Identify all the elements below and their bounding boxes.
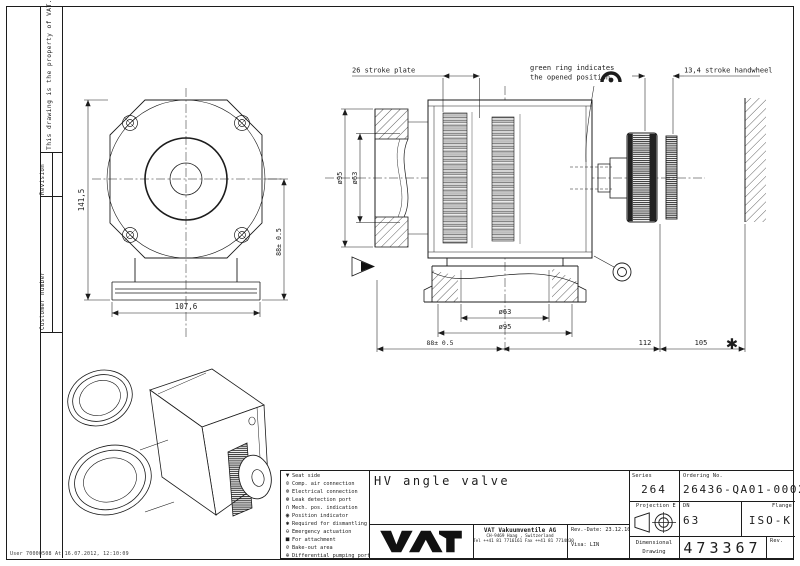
- dim-bottom-flange-od: [437, 304, 573, 337]
- dn-value: 63: [683, 514, 701, 527]
- projection-label: Projection E: [636, 503, 676, 509]
- seat-side-icon: ▼: [285, 472, 290, 479]
- mech-pos-icon: ∩: [285, 504, 290, 511]
- series-label: Series: [632, 473, 652, 479]
- section-view: ø95 ø63 ø63 ø95: [325, 64, 773, 354]
- page-border: [6, 6, 794, 560]
- dim-mid-text: 112: [639, 339, 652, 347]
- front-view: 141,5 88± 0.5 107,6: [77, 88, 288, 338]
- inlet-flange: [374, 108, 428, 248]
- revision-info: Rev.-Date: 23.12.10 Visa: LIN: [571, 527, 631, 548]
- doc-type: Dimensional Drawing: [635, 540, 673, 555]
- emergency-icon: ⊖: [285, 528, 290, 535]
- flange-label: Flange: [772, 503, 792, 509]
- bellows: [442, 112, 521, 248]
- seat-side-marker-icon: [351, 256, 376, 277]
- iso-top-flange: [67, 369, 133, 427]
- dn-label: DN: [683, 503, 690, 509]
- visa: Visa: LIN: [571, 542, 600, 548]
- dismantling-icon: ✱: [285, 520, 290, 527]
- doc-number: 473367: [683, 539, 762, 557]
- dim-front-width: [111, 302, 261, 317]
- legend-label: Position indicator: [292, 513, 349, 519]
- annotation-stroke-handwheel: [632, 73, 760, 134]
- series-value: 264: [641, 483, 667, 496]
- diff-pumping-icon: ⊕: [285, 552, 290, 559]
- stroke-plate-text: 26 stroke plate: [352, 67, 415, 75]
- legend-label: Differential pumping port: [292, 553, 371, 559]
- dismantling-asterisk-icon: ✱: [726, 332, 737, 354]
- comp-air-icon: ⊙: [285, 480, 290, 487]
- green-ring-text-2: the opened position: [530, 74, 610, 82]
- bolt-icon: [122, 115, 250, 243]
- dim-bottom-flange-od-text: ø95: [499, 323, 512, 331]
- projection-symbol-icon: [633, 511, 677, 538]
- iso-front-flange: [68, 444, 152, 516]
- rev-label: Rev.: [770, 538, 784, 544]
- strip-divider-3: [41, 332, 63, 333]
- rev-date: Rev.-Date: 23.12.10: [571, 527, 631, 533]
- legend: ▼Seat side ⊙Comp. air connection ⊗Electr…: [281, 471, 371, 560]
- flange-value: ISO-K: [748, 514, 792, 527]
- green-ring-icon: [600, 71, 622, 83]
- legend-label: Leak detection port: [292, 497, 352, 503]
- dim-front-width-text: 107,6: [175, 302, 198, 311]
- strip-subdivider-1: [52, 152, 53, 196]
- handwheel: [626, 132, 678, 223]
- stroke-handwheel-text: 13,4 stroke handwheel: [684, 67, 773, 75]
- drawing-title: HV angle valve: [374, 474, 511, 488]
- leak-detection-icon: ⊛: [285, 496, 290, 503]
- dim-bottom-row: [376, 224, 746, 352]
- dim-bottom-flange-id-text: ø63: [499, 308, 512, 316]
- bottom-flange: [423, 258, 587, 303]
- legend-label: Seat side: [292, 473, 321, 479]
- iso-handwheel: [227, 442, 272, 517]
- bakeout-icon: ⊘: [285, 544, 290, 551]
- vat-logo: [379, 529, 463, 558]
- attachment-icon: ■: [285, 536, 290, 543]
- dim-front-height-text: 141,5: [77, 189, 86, 212]
- company-address: CH-9469 Haag , Switzerland: [486, 534, 554, 539]
- legend-label: Required for dismantling: [292, 521, 367, 527]
- print-note: User 70000508 At 16.07.2012, 12:10:09: [10, 551, 129, 557]
- green-ring-text-1: green ring indicates: [530, 64, 614, 72]
- company-phone: Tel ++41 81 7716161 Fax ++41 81 7714830: [473, 539, 574, 545]
- position-indicator-icon: ◉: [285, 512, 290, 519]
- legend-label: Emergency actuation: [292, 529, 352, 535]
- legend-label: Mech. pos. indication: [292, 505, 358, 511]
- legend-label: For attachment: [292, 537, 336, 543]
- electrical-icon: ⊗: [285, 488, 290, 495]
- legend-label: Comp. air connection: [292, 481, 355, 487]
- dim-flange-od-text: ø95: [336, 172, 344, 185]
- ordering-value: 26436-QA01-0002: [683, 483, 800, 496]
- dim-front-center-height: [262, 178, 288, 301]
- ordering-label: Ordering No.: [683, 473, 723, 479]
- company-info: VAT Vakuumventile AG CH-9469 Haag , Swit…: [473, 527, 574, 545]
- dim-flange-od: [341, 108, 373, 248]
- mounting-wall: [744, 98, 766, 222]
- dim-bottom-flange-id: [460, 304, 550, 322]
- strip-subdivider-2: [52, 196, 53, 332]
- dim-right-text: 105: [695, 339, 708, 347]
- dim-flange-id: [356, 133, 400, 223]
- company-name: VAT Vakuumventile AG: [483, 527, 557, 534]
- annotation-green-ring: [585, 71, 622, 163]
- dim-front-center-height-text: 88± 0.5: [275, 228, 283, 256]
- isometric-view: [67, 368, 272, 517]
- annotation-stroke-plate: [352, 73, 480, 118]
- legend-label: Bake-out area: [292, 545, 333, 551]
- position-indicator-icon: [593, 255, 632, 282]
- dim-left-text: 88± 0.5: [427, 339, 454, 347]
- dim-front-height: [84, 99, 110, 301]
- title-block: ▼Seat side ⊙Comp. air connection ⊗Electr…: [280, 470, 800, 560]
- side-strip: [40, 6, 63, 558]
- handwheel-open-position: [665, 135, 678, 220]
- dim-flange-id-text: ø63: [351, 172, 359, 185]
- legend-label: Electrical connection: [292, 489, 358, 495]
